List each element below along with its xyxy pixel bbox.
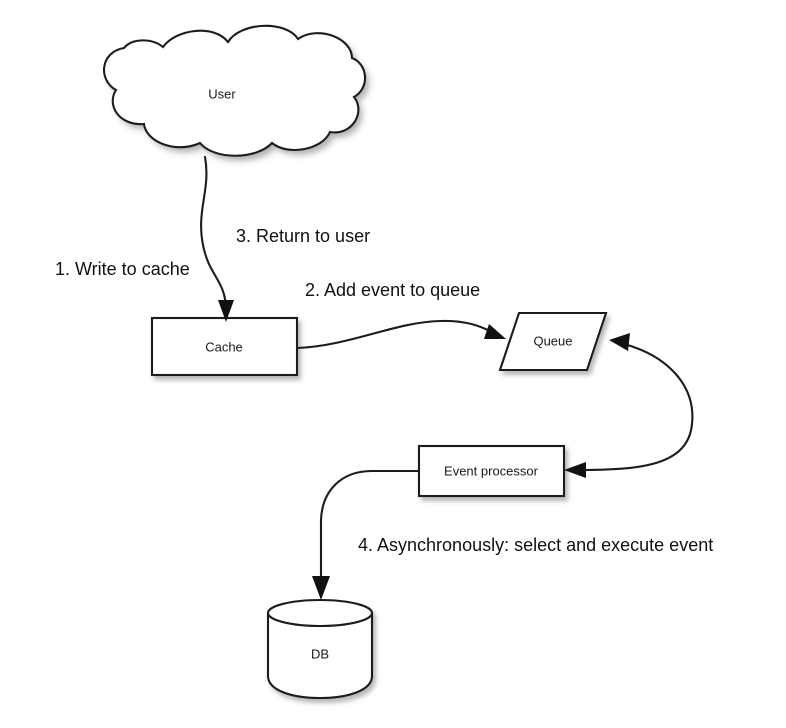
- node-queue[interactable]: Queue: [498, 311, 608, 372]
- node-user-label: User: [208, 86, 236, 101]
- edge-label-step2: 2. Add event to queue: [305, 280, 480, 300]
- edge-event-processor-to-db-line: [319, 469, 421, 584]
- edge-queue-event-processor-loop: [564, 333, 694, 478]
- edge-event-processor-to-db: [312, 469, 421, 600]
- edge-user-to-cache: [200, 155, 234, 322]
- db-top-ellipse: [266, 598, 374, 628]
- arrow-head-cache: [218, 300, 234, 322]
- cloud-shape: [104, 25, 366, 156]
- cloud-outline: [102, 24, 367, 157]
- cache-box: [150, 316, 299, 377]
- node-db[interactable]: DB: [266, 598, 374, 700]
- edge-cache-to-queue-line: [295, 319, 494, 350]
- arrow-head-queue-left: [484, 324, 506, 339]
- db-body: [266, 612, 374, 700]
- node-user[interactable]: User: [102, 24, 367, 157]
- node-cache[interactable]: Cache: [150, 316, 299, 377]
- arrow-head-queue-right: [609, 333, 630, 351]
- arrow-head-event-processor: [564, 462, 586, 478]
- node-event-processor[interactable]: Event processor: [417, 444, 566, 498]
- arrow-head-db: [312, 576, 330, 600]
- node-cache-label: Cache: [205, 339, 243, 354]
- edge-user-to-cache-line: [200, 155, 228, 310]
- queue-shape: [498, 311, 608, 372]
- node-db-label: DB: [311, 646, 329, 661]
- node-queue-label: Queue: [533, 333, 572, 348]
- node-event-processor-label: Event processor: [444, 463, 539, 478]
- edge-label-step1: 1. Write to cache: [55, 259, 190, 279]
- event-processor-box: [417, 444, 566, 498]
- edge-label-step3: 3. Return to user: [236, 226, 370, 246]
- edge-label-step4: 4. Asynchronously: select and execute ev…: [358, 535, 713, 555]
- edge-cache-to-queue: [295, 319, 506, 350]
- edge-loop-line: [576, 342, 694, 472]
